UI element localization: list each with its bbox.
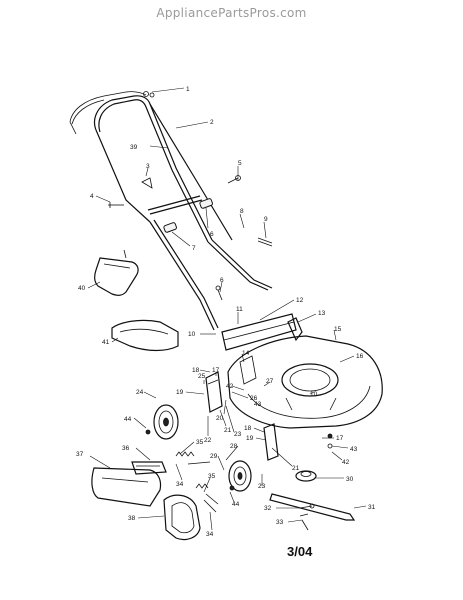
callout-16: 16 bbox=[356, 353, 364, 360]
wheel-adjuster-right bbox=[263, 423, 279, 461]
callout-35: 35 bbox=[208, 473, 216, 480]
callout-33: 33 bbox=[276, 519, 284, 526]
lower-handle bbox=[149, 219, 273, 331]
control-bar bbox=[69, 91, 147, 135]
callout-38: 38 bbox=[128, 515, 136, 522]
callout-30: 30 bbox=[346, 476, 354, 483]
mulch-plug bbox=[287, 317, 303, 342]
handle-bolt-lower bbox=[215, 285, 223, 301]
callout-5: 5 bbox=[238, 160, 242, 167]
callout-26: 26 bbox=[250, 395, 258, 402]
callout-11: 11 bbox=[236, 306, 243, 313]
callout-22: 22 bbox=[204, 437, 212, 444]
callout-28: 28 bbox=[230, 443, 238, 450]
cable-guide bbox=[141, 177, 153, 189]
callout-39: 39 bbox=[130, 144, 138, 151]
callout-labels: 1 2 39 3 5 4 8 9 6 7 40 6 11 12 13 10 41… bbox=[76, 86, 376, 538]
callout-41: 41 bbox=[102, 339, 110, 346]
callout-23: 23 bbox=[258, 483, 266, 490]
handle-knob-right bbox=[199, 198, 213, 209]
callout-32: 32 bbox=[264, 505, 272, 512]
callout-36: 36 bbox=[122, 445, 130, 452]
callout-19: 19 bbox=[246, 435, 254, 442]
axle-bolt bbox=[187, 461, 219, 513]
callout-21: 21 bbox=[292, 465, 300, 472]
callout-15: 15 bbox=[334, 326, 342, 333]
carriage-bolt bbox=[108, 202, 124, 208]
callout-24: 24 bbox=[136, 389, 144, 396]
callout-43: 43 bbox=[350, 446, 358, 453]
callout-6: 6 bbox=[210, 231, 214, 238]
callout-13: 13 bbox=[318, 310, 326, 317]
grass-bag-small bbox=[94, 249, 139, 296]
callout-44: 44 bbox=[124, 416, 132, 423]
blade-adapter bbox=[295, 470, 317, 482]
callout-6: 6 bbox=[220, 277, 224, 284]
callout-34: 34 bbox=[176, 481, 184, 488]
callout-1: 1 bbox=[186, 86, 190, 93]
mower-deck bbox=[227, 335, 383, 429]
callout-21: 21 bbox=[224, 427, 232, 434]
callout-3: 3 bbox=[146, 163, 150, 170]
callout-20: 20 bbox=[216, 415, 224, 422]
callout-4: 4 bbox=[90, 193, 94, 200]
watermark: AppliancePartsPros.com bbox=[156, 6, 307, 20]
rear-discharge-door bbox=[111, 319, 179, 352]
callout-34: 34 bbox=[206, 531, 214, 538]
callout-10: 10 bbox=[310, 391, 318, 398]
cable-tie bbox=[257, 237, 273, 247]
callout-8: 8 bbox=[240, 208, 244, 215]
hand-bolt bbox=[227, 175, 241, 184]
callout-27: 27 bbox=[266, 378, 274, 385]
callout-2: 2 bbox=[210, 119, 214, 126]
callout-37: 37 bbox=[76, 451, 84, 458]
wheel-adjuster-left bbox=[205, 371, 223, 413]
callout-35: 35 bbox=[196, 439, 204, 446]
blade-bolt bbox=[299, 505, 313, 531]
callout-40: 40 bbox=[78, 285, 86, 292]
callout-25: 25 bbox=[198, 373, 206, 380]
page-code: 3/04 bbox=[287, 544, 313, 559]
side-discharge-chute bbox=[91, 467, 162, 507]
grass-catcher-frame bbox=[163, 494, 201, 541]
callout-19: 19 bbox=[176, 389, 184, 396]
callout-17: 17 bbox=[336, 435, 344, 442]
rear-wheel-left bbox=[153, 404, 179, 440]
callout-18: 18 bbox=[192, 367, 200, 374]
handle-knob-left bbox=[163, 222, 177, 233]
callout-9: 9 bbox=[264, 216, 268, 223]
height-adjust-plate bbox=[239, 355, 257, 385]
callout-10: 10 bbox=[188, 331, 196, 338]
front-wheel-left bbox=[228, 460, 252, 492]
height-adjust-handle bbox=[131, 461, 167, 475]
callout-31: 31 bbox=[368, 504, 376, 511]
axle-spring bbox=[175, 451, 209, 489]
callout-29: 29 bbox=[210, 453, 218, 460]
upper-handle bbox=[93, 95, 233, 243]
rear-shield bbox=[221, 313, 297, 351]
callout-44: 44 bbox=[232, 501, 240, 508]
mower-blade bbox=[269, 493, 356, 521]
leader-lines bbox=[87, 87, 367, 531]
callout-23: 23 bbox=[234, 431, 242, 438]
callout-18: 18 bbox=[244, 425, 252, 432]
callout-7: 7 bbox=[192, 245, 196, 252]
callout-43: 43 bbox=[254, 401, 262, 408]
callout-14: 14 bbox=[242, 350, 250, 357]
control-cable bbox=[143, 91, 155, 98]
callout-12: 12 bbox=[296, 297, 304, 304]
callout-17: 17 bbox=[212, 367, 220, 374]
callout-42: 42 bbox=[342, 459, 350, 466]
callout-42: 42 bbox=[226, 383, 234, 390]
